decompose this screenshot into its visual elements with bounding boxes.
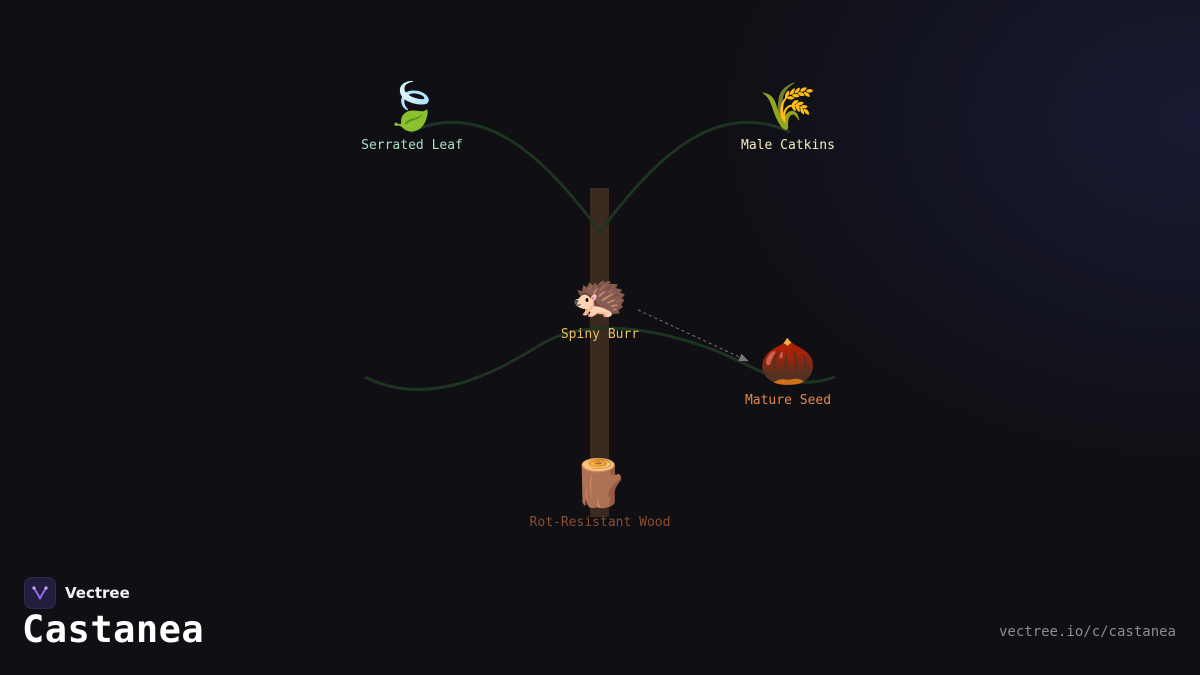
catkins-icon: 🌾 (759, 79, 817, 133)
node-rot-resistant-wood[interactable]: 🪵 Rot-Resistant Wood (500, 457, 700, 530)
node-spiny-burr[interactable]: 🦔 Spiny Burr (500, 269, 700, 342)
node-serrated-leaf[interactable]: 🍃 Serrated Leaf (312, 80, 512, 153)
burr-to-seed-arrow (637, 309, 749, 362)
node-mature-seed[interactable]: 🌰 Mature Seed (688, 335, 888, 408)
node-male-catkins-label: Male Catkins (741, 138, 835, 153)
brand-name: Vectree (65, 584, 130, 602)
chestnut-icon: 🌰 (759, 334, 817, 388)
page-url[interactable]: vectree.io/c/castanea (998, 624, 1176, 640)
leaf-icon: 🍃 (383, 79, 441, 133)
node-mature-seed-label: Mature Seed (744, 393, 832, 408)
vectree-logo-icon (24, 577, 56, 609)
page-title: Castanea (22, 608, 205, 651)
wood-log-icon: 🪵 (571, 456, 629, 510)
branch-left (409, 120, 602, 233)
branch-wave (364, 326, 836, 391)
trunk (590, 188, 609, 517)
node-male-catkins[interactable]: 🌾 Male Catkins (688, 80, 888, 153)
node-wood-label: Rot-Resistant Wood (529, 515, 671, 530)
node-spiny-burr-label: Spiny Burr (560, 327, 640, 342)
hedgehog-icon: 🦔 (571, 268, 629, 322)
branch-right (598, 120, 791, 233)
brand[interactable]: Vectree (24, 577, 130, 609)
node-serrated-leaf-label: Serrated Leaf (361, 138, 463, 153)
